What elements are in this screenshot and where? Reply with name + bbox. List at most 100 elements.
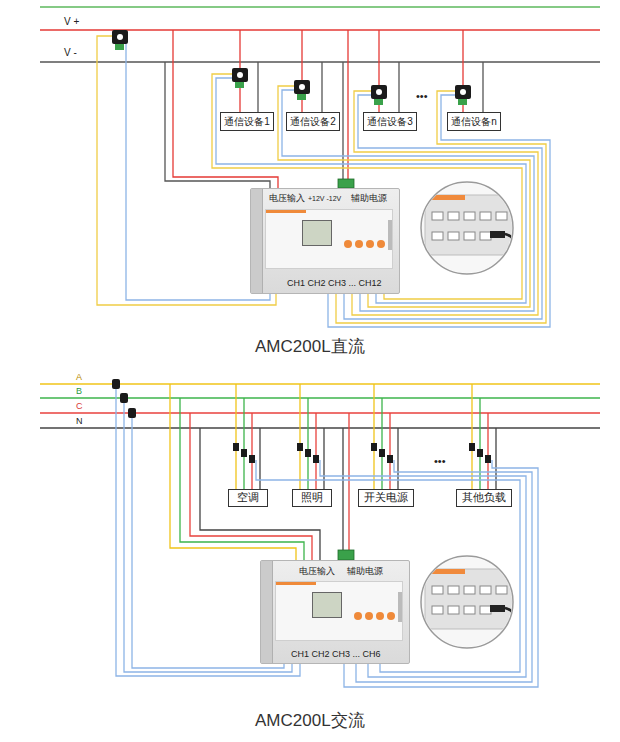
sensor-body: [294, 80, 310, 94]
sensor-body: [477, 449, 483, 457]
inset-socket: [432, 606, 443, 614]
sensor-body: [232, 68, 248, 82]
aux-power-wire: [348, 413, 349, 551]
sensor-body: [371, 85, 387, 99]
sensor-body: [379, 449, 385, 457]
inset-socket: [464, 212, 475, 220]
sensor-body: [233, 443, 239, 451]
load-sensors: [233, 443, 491, 463]
lcd-screen: [302, 220, 332, 246]
sensor-terminal: [297, 94, 306, 100]
control-button: [365, 612, 373, 620]
inset-socket: [448, 606, 459, 614]
meter-label: 辅助电源: [347, 566, 383, 576]
inset-ground: [415, 175, 525, 285]
box-label: 通信设备2: [290, 116, 336, 128]
meter-label: 辅助电源: [351, 193, 387, 203]
sensor-signal-wire: [116, 389, 300, 676]
inset-socket: [432, 212, 443, 220]
meter-label: 电压输入: [269, 193, 305, 203]
control-button: [355, 240, 363, 248]
box-label: 照明: [301, 491, 323, 504]
control-button: [354, 612, 362, 620]
sensor-hole: [376, 89, 382, 95]
control-button: [376, 612, 384, 620]
negative-bus: [40, 61, 600, 62]
sensor-terminal: [115, 44, 124, 50]
sensor-signal-wire: [124, 403, 292, 672]
phase-label: A: [76, 372, 82, 382]
inset-socket: [464, 232, 475, 240]
load-feed: [389, 413, 390, 489]
ellipsis-mark: •••: [433, 455, 447, 468]
ground-wire: [40, 6, 600, 7]
device-return: [257, 62, 258, 112]
current-sensor: [371, 85, 387, 105]
load-feed: [471, 384, 472, 489]
box-label: 通信设备n: [451, 116, 497, 128]
device-return: [321, 62, 322, 112]
sensor-signal-wire: [132, 418, 284, 668]
sensor-terminal: [458, 99, 467, 105]
load-box: 照明: [292, 489, 332, 507]
inset-plug: [490, 231, 505, 238]
current-sensor: [455, 85, 471, 105]
voltage-input-wire: [190, 413, 312, 560]
box-label: 开关电源: [364, 491, 408, 504]
sensor-body: [469, 443, 475, 451]
meter-label: CH1 CH2 CH3 ... CH12: [287, 278, 382, 288]
inset-frame: [421, 182, 513, 274]
sensor-body: [297, 443, 303, 451]
inset-socket: [480, 606, 491, 614]
load-box: 空调: [228, 489, 268, 507]
port-slot: [388, 220, 392, 250]
sensor-body: [371, 443, 377, 451]
meter-face: [265, 209, 393, 269]
sensor-hole: [237, 72, 243, 78]
din-rail-clip: [261, 561, 273, 663]
current-sensor: [112, 30, 128, 50]
detail-inset: [415, 549, 525, 659]
inset-socket: [448, 586, 459, 594]
detail-inset: [415, 175, 525, 285]
sensor-hole: [117, 34, 123, 40]
inset-socket: [448, 232, 459, 240]
sensor-body: [455, 85, 471, 99]
box-label: 通信设备3: [367, 116, 413, 128]
sensor-body: [241, 449, 247, 457]
box-label: 其他负载: [462, 491, 506, 504]
inset-socket: [464, 586, 475, 594]
phase-a-bus: [40, 383, 600, 384]
voltage-input-wire: [165, 62, 270, 188]
aux-terminal: [338, 179, 354, 188]
load-feed: [299, 384, 300, 489]
inset-socket: [448, 212, 459, 220]
voltage-input-wire: [170, 384, 296, 560]
device-box: 通信设备2: [286, 112, 340, 131]
port-slot: [398, 592, 402, 622]
load-feed: [487, 413, 488, 489]
inset-plug: [490, 605, 505, 612]
control-button: [366, 240, 374, 248]
bus-label: V +: [64, 16, 79, 28]
sensor-body: [128, 408, 136, 418]
phase-label: C: [76, 401, 83, 411]
figure-caption: AMC200L直流: [255, 337, 365, 357]
aux-power-wire: [342, 428, 343, 551]
aux-power-wire: [342, 62, 343, 180]
sensor-signal-wire: [216, 78, 526, 303]
sensor-body: [305, 449, 311, 457]
control-button: [377, 240, 385, 248]
lcd-screen: [312, 592, 342, 618]
current-sensor: [232, 68, 248, 88]
load-feed: [373, 384, 374, 489]
inset-socket: [496, 586, 507, 594]
sensor-body: [249, 455, 255, 463]
phase-label: B: [76, 386, 82, 396]
inset-socket: [432, 232, 443, 240]
sensor-body: [313, 455, 319, 463]
sensor-body: [485, 455, 491, 463]
inset-socket: [480, 586, 491, 594]
device-box: 通信设备1: [220, 112, 274, 131]
